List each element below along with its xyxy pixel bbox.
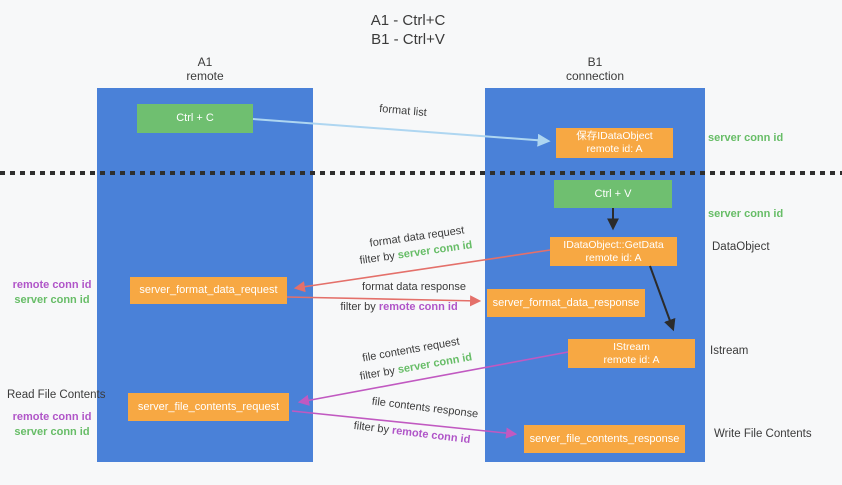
node-ctrl-v-label: Ctrl + V: [594, 187, 632, 200]
label-filter-remote-conn-1: filter by remote conn id: [338, 301, 460, 313]
node-save-idataobject: 保存IDataObject remote id: A: [556, 128, 673, 158]
label-conn-pair-file: remote conn id server conn id: [8, 410, 96, 440]
label-server-conn-id-top: server conn id: [708, 132, 784, 144]
lifeline-b1-name: B1: [587, 55, 603, 69]
label-dataobject: DataObject: [712, 241, 770, 253]
node-server-format-data-response: server_format_data_response: [487, 289, 645, 317]
filter-prefix: filter by: [353, 419, 393, 437]
label-conn-pair-format: remote conn id server conn id: [8, 278, 96, 308]
lifeline-header-a1: A1 remote: [155, 55, 255, 83]
filter-prefix: filter by: [358, 364, 399, 383]
label-remote-conn-id-format: remote conn id: [12, 279, 92, 291]
title-line-b1: B1 - Ctrl+V: [371, 31, 445, 48]
node-server-file-contents-request: server_file_contents_request: [128, 393, 289, 421]
filter-prefix: filter by: [358, 249, 399, 267]
label-format-list: format list: [378, 102, 428, 120]
node-save-idataobject-line2: remote id: A: [586, 143, 643, 155]
node-server-format-data-response-label: server_format_data_response: [492, 296, 640, 309]
title-line-a1: A1 - Ctrl+C: [370, 12, 446, 29]
node-idataobject-getdata-line2: remote id: A: [585, 251, 642, 264]
node-idataobject-getdata: IDataObject::GetData remote id: A: [550, 237, 677, 266]
diagram-title: A1 - Ctrl+C B1 - Ctrl+V: [328, 11, 488, 49]
label-read-file-contents: Read File Contents: [7, 389, 106, 401]
node-ctrl-c: Ctrl + C: [137, 104, 253, 133]
node-istream-line1: IStream: [613, 340, 650, 353]
lifeline-b1-role: connection: [565, 69, 625, 83]
filter-prefix: filter by: [340, 301, 379, 313]
label-file-contents-response: file contents response: [371, 395, 479, 421]
dotted-divider: [0, 171, 842, 175]
node-server-format-data-request: server_format_data_request: [130, 277, 287, 304]
node-save-idataobject-line1: 保存IDataObject: [576, 130, 653, 142]
label-format-data-response: format data response: [362, 281, 466, 293]
lifeline-header-b1: B1 connection: [545, 55, 645, 83]
lifeline-a1-role: remote: [186, 69, 224, 83]
label-server-conn-id-mid: server conn id: [708, 208, 784, 220]
node-server-file-contents-request-label: server_file_contents_request: [137, 400, 280, 413]
label-server-conn-id-format: server conn id: [14, 294, 90, 306]
node-ctrl-c-label: Ctrl + C: [176, 112, 214, 124]
node-idataobject-getdata-line1: IDataObject::GetData: [563, 238, 664, 251]
label-filter-remote-conn-2: filter by remote conn id: [348, 419, 477, 447]
label-istream: Istream: [710, 345, 749, 357]
label-write-file-contents: Write File Contents: [714, 428, 812, 440]
node-ctrl-v: Ctrl + V: [554, 180, 672, 208]
lifeline-a1-name: A1: [197, 55, 213, 69]
label-server-conn-id-file: server conn id: [14, 426, 90, 438]
filter-key-remote-conn: remote conn id: [391, 424, 471, 447]
node-istream: IStream remote id: A: [568, 339, 695, 368]
node-server-file-contents-response-label: server_file_contents_response: [529, 432, 680, 445]
node-istream-line2: remote id: A: [603, 353, 660, 366]
node-server-file-contents-response: server_file_contents_response: [524, 425, 685, 453]
filter-key-remote-conn: remote conn id: [378, 301, 458, 313]
node-server-format-data-request-label: server_format_data_request: [139, 284, 278, 296]
label-remote-conn-id-file: remote conn id: [12, 411, 92, 423]
